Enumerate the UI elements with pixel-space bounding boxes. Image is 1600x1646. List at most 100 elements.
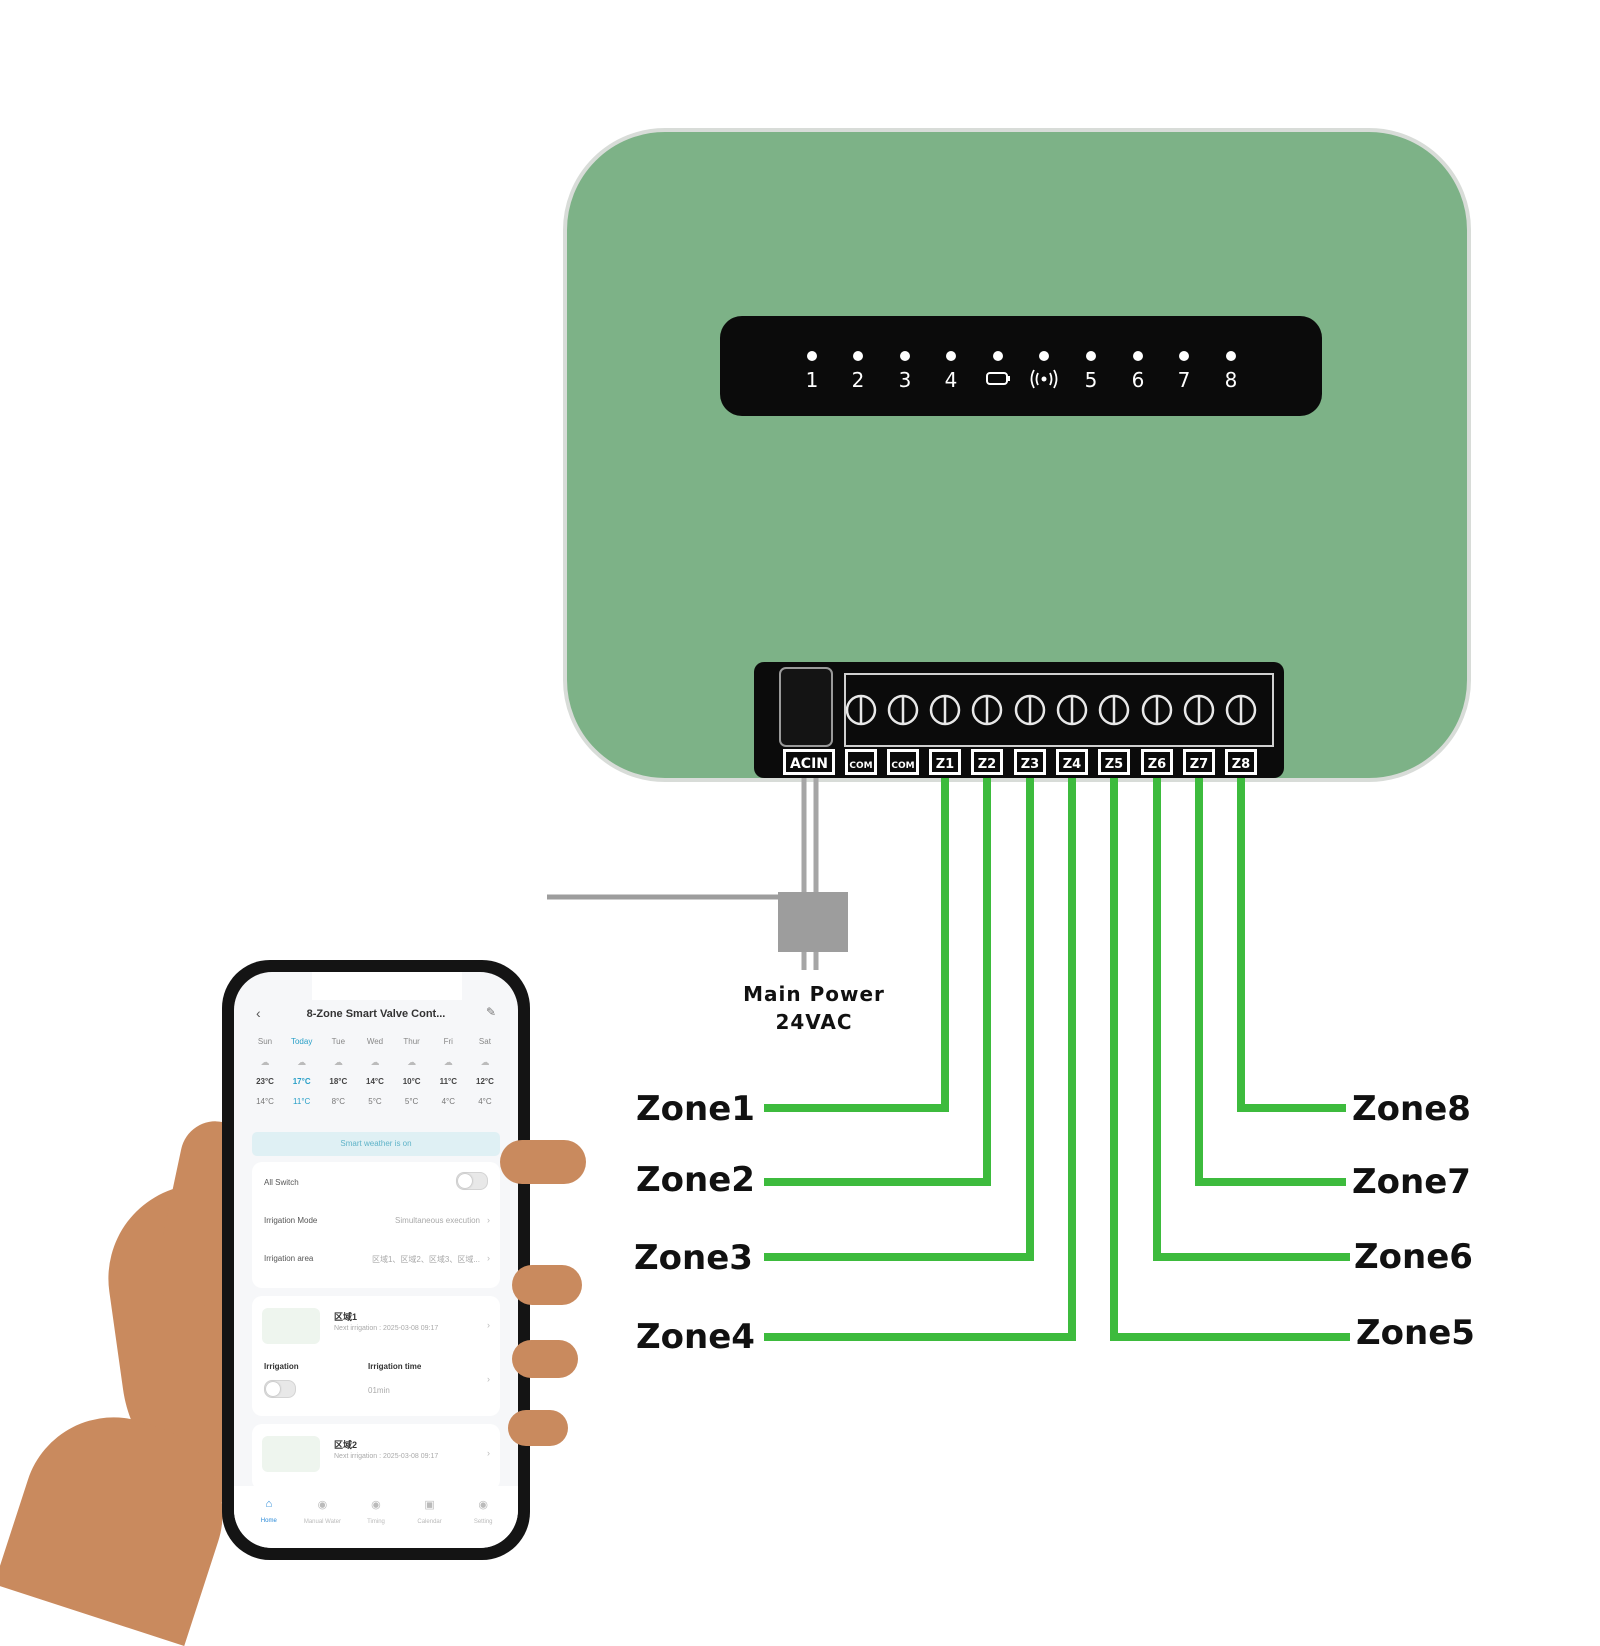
tab-setting[interactable]: ◉Setting [459, 1498, 507, 1548]
led-indicator [1086, 351, 1096, 361]
tab-label: Manual Water [303, 1519, 341, 1525]
forecast-low: 5°C [368, 1097, 382, 1106]
terminal-label: Z8 [1232, 757, 1250, 772]
forecast-high: 14°C [366, 1077, 384, 1086]
main-power-label: Main Power 24VAC [728, 980, 900, 1036]
gear-icon: ◉ [478, 1499, 488, 1511]
forecast-day-name: Thur [403, 1037, 420, 1046]
irrigation-toggle[interactable] [264, 1380, 296, 1398]
tab-home[interactable]: ⌂Home [245, 1498, 293, 1548]
area-card-1[interactable]: 区域1 Next irrigation : 2025-03-08 09:17 ›… [252, 1296, 500, 1416]
cloud-icon: ☁ [297, 1057, 307, 1067]
zone-label-8: Zone8 [1352, 1089, 1471, 1129]
finger-4 [508, 1410, 568, 1446]
led-label: 5 [1085, 368, 1098, 392]
terminal-label-plate [932, 752, 958, 772]
led-label: 7 [1178, 368, 1191, 392]
terminal-label-plate [1186, 752, 1212, 772]
irrigation-mode-label: Irrigation Mode [264, 1216, 318, 1225]
led-indicator [853, 351, 863, 361]
forecast-low: 4°C [441, 1097, 455, 1106]
sprinkler-thumbnail [262, 1436, 320, 1472]
all-switch-label: All Switch [264, 1178, 299, 1187]
led-indicator [993, 351, 1003, 361]
forecast-low: 11°C [293, 1097, 311, 1106]
zone-label-2: Zone2 [636, 1160, 755, 1200]
forecast-day-name: Today [290, 1037, 313, 1046]
irrigation-area-value[interactable]: 区域1、区域2、区域3、区域... [371, 1255, 480, 1264]
forecast-low: 14°C [256, 1097, 274, 1106]
area-card-2[interactable]: 区域2 Next irrigation : 2025-03-08 09:17 › [252, 1424, 500, 1490]
sprinkler-thumbnail [262, 1308, 320, 1344]
cloud-icon: ☁ [333, 1057, 343, 1067]
terminal-label-plate [1228, 752, 1254, 772]
irrigation-label: Irrigation [264, 1362, 299, 1371]
forecast-high: 23°C [256, 1077, 274, 1086]
bottom-tab-bar: ⌂Home ◉ Manual Water ◉Timing ▣ Calendar ◉S… [234, 1486, 518, 1548]
irrigation-area-label: Irrigation area [264, 1254, 314, 1263]
zone-label-6: Zone6 [1354, 1237, 1473, 1277]
tab-timing[interactable]: ◉Timing [352, 1498, 400, 1548]
area-next-irrigation: Next irrigation : 2025-03-08 09:17 [334, 1325, 439, 1332]
led-indicator [1226, 351, 1236, 361]
forecast-low: 8°C [331, 1097, 346, 1106]
tab-calendar[interactable]: ▣ Calendar [406, 1498, 454, 1548]
chevron-right-icon[interactable]: › [487, 1215, 490, 1225]
smart-weather-banner[interactable]: Smart weather is on [252, 1132, 500, 1156]
area-next-irrigation: Next irrigation : 2025-03-08 09:17 [334, 1453, 439, 1460]
terminal-label-plate [890, 752, 916, 772]
main-power-line1: Main Power [743, 982, 885, 1006]
water-icon: ◉ [317, 1499, 328, 1511]
forecast-high: 10°C [402, 1077, 421, 1086]
forecast-high: 18°C [329, 1077, 348, 1086]
zone-label-5: Zone5 [1356, 1313, 1475, 1353]
forecast-day: Tue ☁ 18°C 8°C [321, 1038, 355, 1112]
terminal-label: COM [891, 761, 914, 771]
controller-body [563, 128, 1471, 782]
zone-wire-1 [764, 778, 949, 1112]
zone-label-3: Zone3 [634, 1238, 753, 1278]
irrigation-time-value[interactable]: 01min [368, 1386, 390, 1395]
terminal-label: COM [849, 761, 872, 771]
forecast-day-name: Fri [443, 1037, 453, 1046]
led-label: 1 [806, 368, 819, 392]
chevron-right-icon[interactable]: › [487, 1253, 490, 1263]
chevron-right-icon[interactable]: › [487, 1320, 490, 1330]
back-icon[interactable]: ‹ [256, 1005, 261, 1021]
cloud-icon: ☁ [370, 1057, 380, 1067]
terminal-label-plate [1101, 752, 1127, 772]
led-indicator [1179, 351, 1189, 361]
area-name: 区域1 [334, 1312, 358, 1322]
terminal-label: Z3 [1021, 757, 1039, 772]
all-switch-toggle[interactable] [456, 1172, 488, 1190]
tab-label: Calendar [417, 1519, 442, 1525]
terminal-label: Z2 [978, 757, 996, 772]
forecast-low: 4°C [478, 1097, 492, 1106]
finger-3 [512, 1340, 578, 1378]
zone-label-1: Zone1 [636, 1089, 755, 1129]
forecast-day-name: Sat [478, 1037, 491, 1046]
irrigation-mode-value[interactable]: Simultaneous execution [395, 1216, 480, 1225]
irrigation-time-label: Irrigation time [368, 1362, 422, 1371]
forecast-high: 12°C [476, 1077, 494, 1086]
edit-icon[interactable]: ✎ [485, 1005, 496, 1019]
chevron-right-icon[interactable]: › [487, 1374, 490, 1384]
zone-label-4: Zone4 [636, 1317, 755, 1357]
forecast-day-name: Tue [331, 1037, 346, 1046]
led-label: 6 [1132, 368, 1145, 392]
terminal-label-plate [786, 752, 832, 772]
terminal-label: Z6 [1148, 757, 1166, 772]
led-label: 4 [945, 368, 958, 392]
tab-manual-water[interactable]: ◉ Manual Water [298, 1498, 346, 1548]
zone-wire-group [764, 778, 1350, 1341]
calendar-icon: ▣ [424, 1499, 435, 1511]
chevron-right-icon[interactable]: › [487, 1448, 490, 1458]
